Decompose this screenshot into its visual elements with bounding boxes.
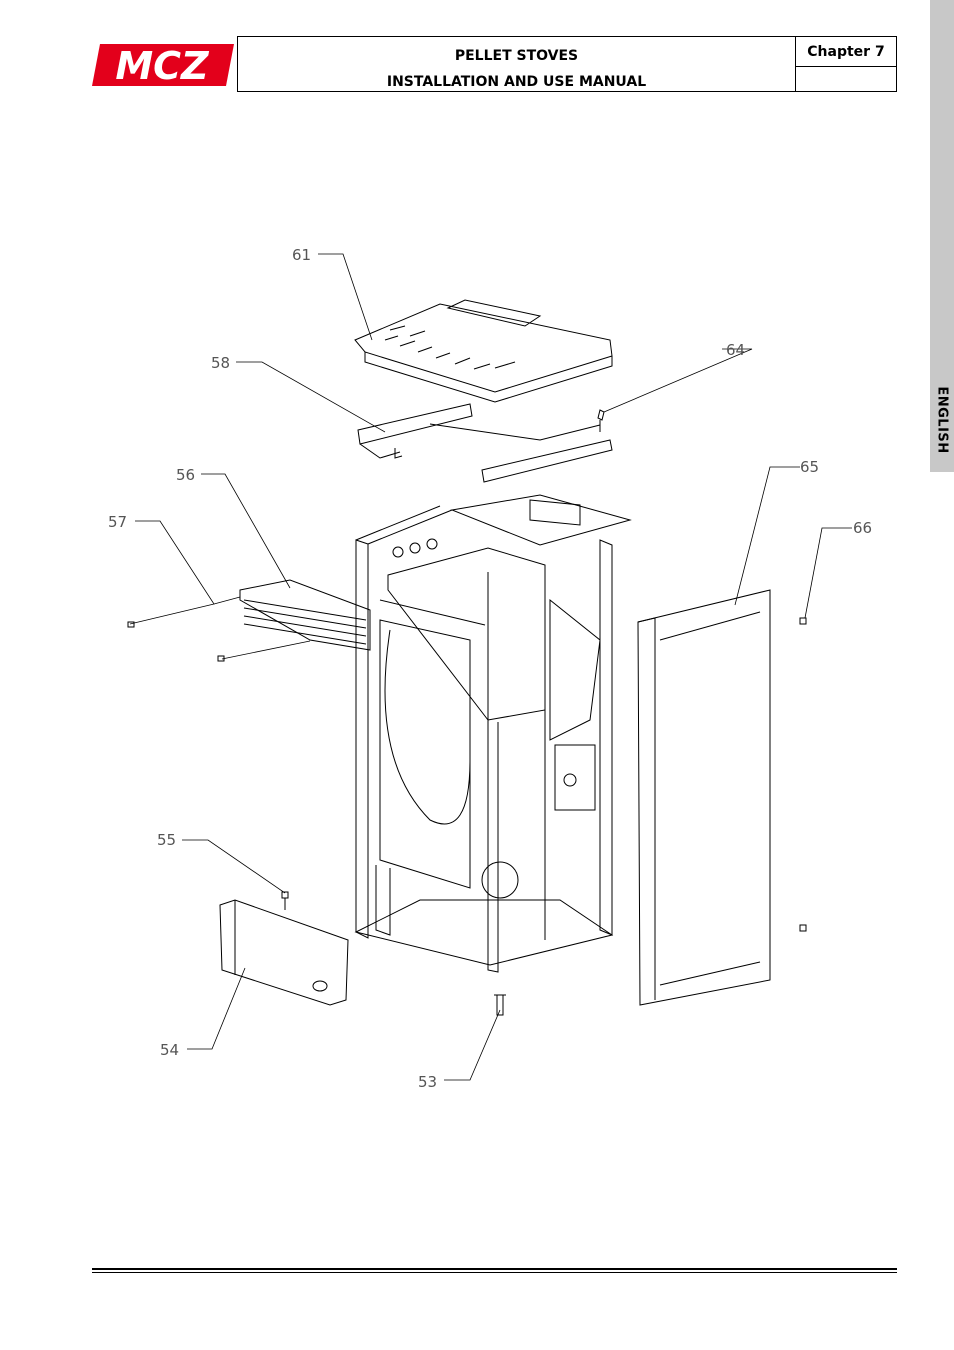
callout-56: 56 xyxy=(176,466,195,484)
part-54-lower-panel xyxy=(219,899,349,1006)
callout-58: 58 xyxy=(211,354,230,372)
header-title-cell: PELLET STOVES INSTALLATION AND USE MANUA… xyxy=(238,37,796,91)
part-56-grille xyxy=(239,579,371,651)
part-66-screws xyxy=(799,617,807,932)
part-64-screw xyxy=(597,409,605,432)
part-58-bracket xyxy=(357,403,613,483)
callout-54: 54 xyxy=(160,1041,179,1059)
callout-61: 61 xyxy=(292,246,311,264)
svg-text:MCZ: MCZ xyxy=(115,44,210,86)
callout-55: 55 xyxy=(157,831,176,849)
callout-57: 57 xyxy=(108,513,127,531)
mcz-logo: MCZ xyxy=(92,44,234,86)
callout-65: 65 xyxy=(800,458,819,476)
stove-body xyxy=(354,494,632,973)
callout-64: 64 xyxy=(726,341,745,359)
part-55-screw xyxy=(281,891,289,910)
language-tab xyxy=(930,0,954,472)
part-53-foot xyxy=(494,994,506,1016)
footer-rule xyxy=(92,1268,897,1270)
part-61-top-cover xyxy=(354,299,613,403)
callout-53: 53 xyxy=(418,1073,437,1091)
leader-lines xyxy=(129,253,852,1081)
part-57-screws xyxy=(127,621,225,662)
callout-labels: 61 58 64 56 65 57 66 55 54 53 xyxy=(108,246,872,1091)
chapter-label: Chapter 7 xyxy=(796,37,896,67)
footer-rule-thin xyxy=(92,1272,897,1273)
header-title-line1: PELLET STOVES xyxy=(454,48,579,64)
callout-66: 66 xyxy=(853,519,872,537)
header-title-line2: INSTALLATION AND USE MANUAL xyxy=(386,74,647,90)
part-65-side-panel xyxy=(637,589,771,1006)
header-box: PELLET STOVES INSTALLATION AND USE MANUA… xyxy=(237,36,897,92)
